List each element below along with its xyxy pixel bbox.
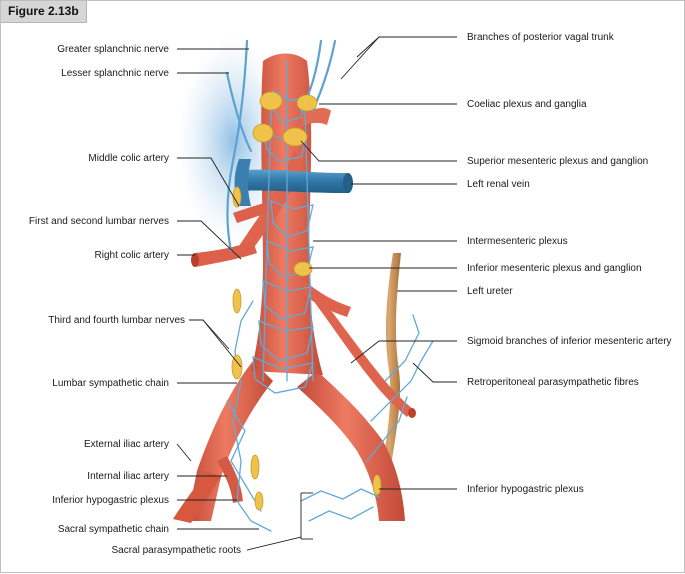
right-colic-artery-cut-end (191, 253, 199, 267)
leader-lines-right (300, 36, 457, 490)
label-middle-colic-artery: Middle colic artery (88, 153, 169, 164)
label-superior-mesenteric-plexus-and-ganglion: Superior mesenteric plexus and ganglion (467, 156, 648, 167)
label-retroperitoneal-parasympathetic-fibres: Retroperitoneal parasympathetic fibres (467, 377, 639, 388)
label-lesser-splanchnic-nerve: Lesser splanchnic nerve (61, 68, 169, 79)
inferior-mesenteric-artery (299, 281, 351, 317)
ganglia (231, 91, 382, 511)
left-ureter (377, 253, 401, 501)
label-right-colic-artery: Right colic artery (95, 250, 169, 261)
diaphragm-shading (178, 36, 288, 246)
label-branches-of-posterior-vagal-trunk: Branches of posterior vagal trunk (467, 32, 615, 43)
figure-label: Figure 2.13b (1, 1, 87, 23)
right-external-iliac-artery (173, 471, 221, 523)
label-external-iliac-artery: External iliac artery (84, 439, 169, 450)
internal-iliac-artery (217, 456, 243, 503)
coeliac-trunk (301, 107, 331, 127)
label-inferior-hypogastric-plexus-right: Inferior hypogastric plexus (467, 484, 584, 495)
labels-right: Branches of posterior vagal trunk Coelia… (467, 32, 672, 495)
right-colic-artery (195, 241, 257, 267)
label-lumbar-sympathetic-chain: Lumbar sympathetic chain (52, 378, 169, 389)
sigmoid-artery-cut-end (408, 408, 416, 418)
left-renal-vein-cut-end (343, 173, 353, 193)
label-third-and-fourth-lumbar-nerves: Third and fourth lumbar nerves (48, 315, 185, 326)
label-left-ureter: Left ureter (467, 286, 513, 297)
label-first-and-second-lumbar-nerves: First and second lumbar nerves (29, 216, 169, 227)
label-greater-splanchnic-nerve: Greater splanchnic nerve (57, 44, 169, 55)
label-coeliac-plexus-and-ganglia: Coeliac plexus and ganglia (467, 99, 587, 110)
left-renal-vein (237, 169, 349, 193)
label-sacral-sympathetic-chain: Sacral sympathetic chain (58, 524, 169, 535)
label-left-renal-vein: Left renal vein (467, 179, 530, 190)
leader-lines-left (176, 48, 313, 551)
label-sigmoid-branches-of-inferior-mesenteric-artery: Sigmoid branches of inferior mesenteric … (467, 336, 672, 347)
labels-left: Greater splanchnic nerve Lesser splanchn… (29, 44, 241, 556)
label-inferior-mesenteric-plexus-and-ganglion: Inferior mesenteric plexus and ganglion (467, 263, 642, 274)
label-internal-iliac-artery: Internal iliac artery (87, 471, 169, 482)
middle-colic-artery (233, 201, 275, 223)
label-intermesenteric-plexus: Intermesenteric plexus (467, 236, 568, 247)
label-sacral-parasympathetic-roots: Sacral parasympathetic roots (111, 545, 241, 556)
sigmoid-artery-branch (315, 297, 413, 417)
label-inferior-hypogastric-plexus-left: Inferior hypogastric plexus (52, 495, 169, 506)
